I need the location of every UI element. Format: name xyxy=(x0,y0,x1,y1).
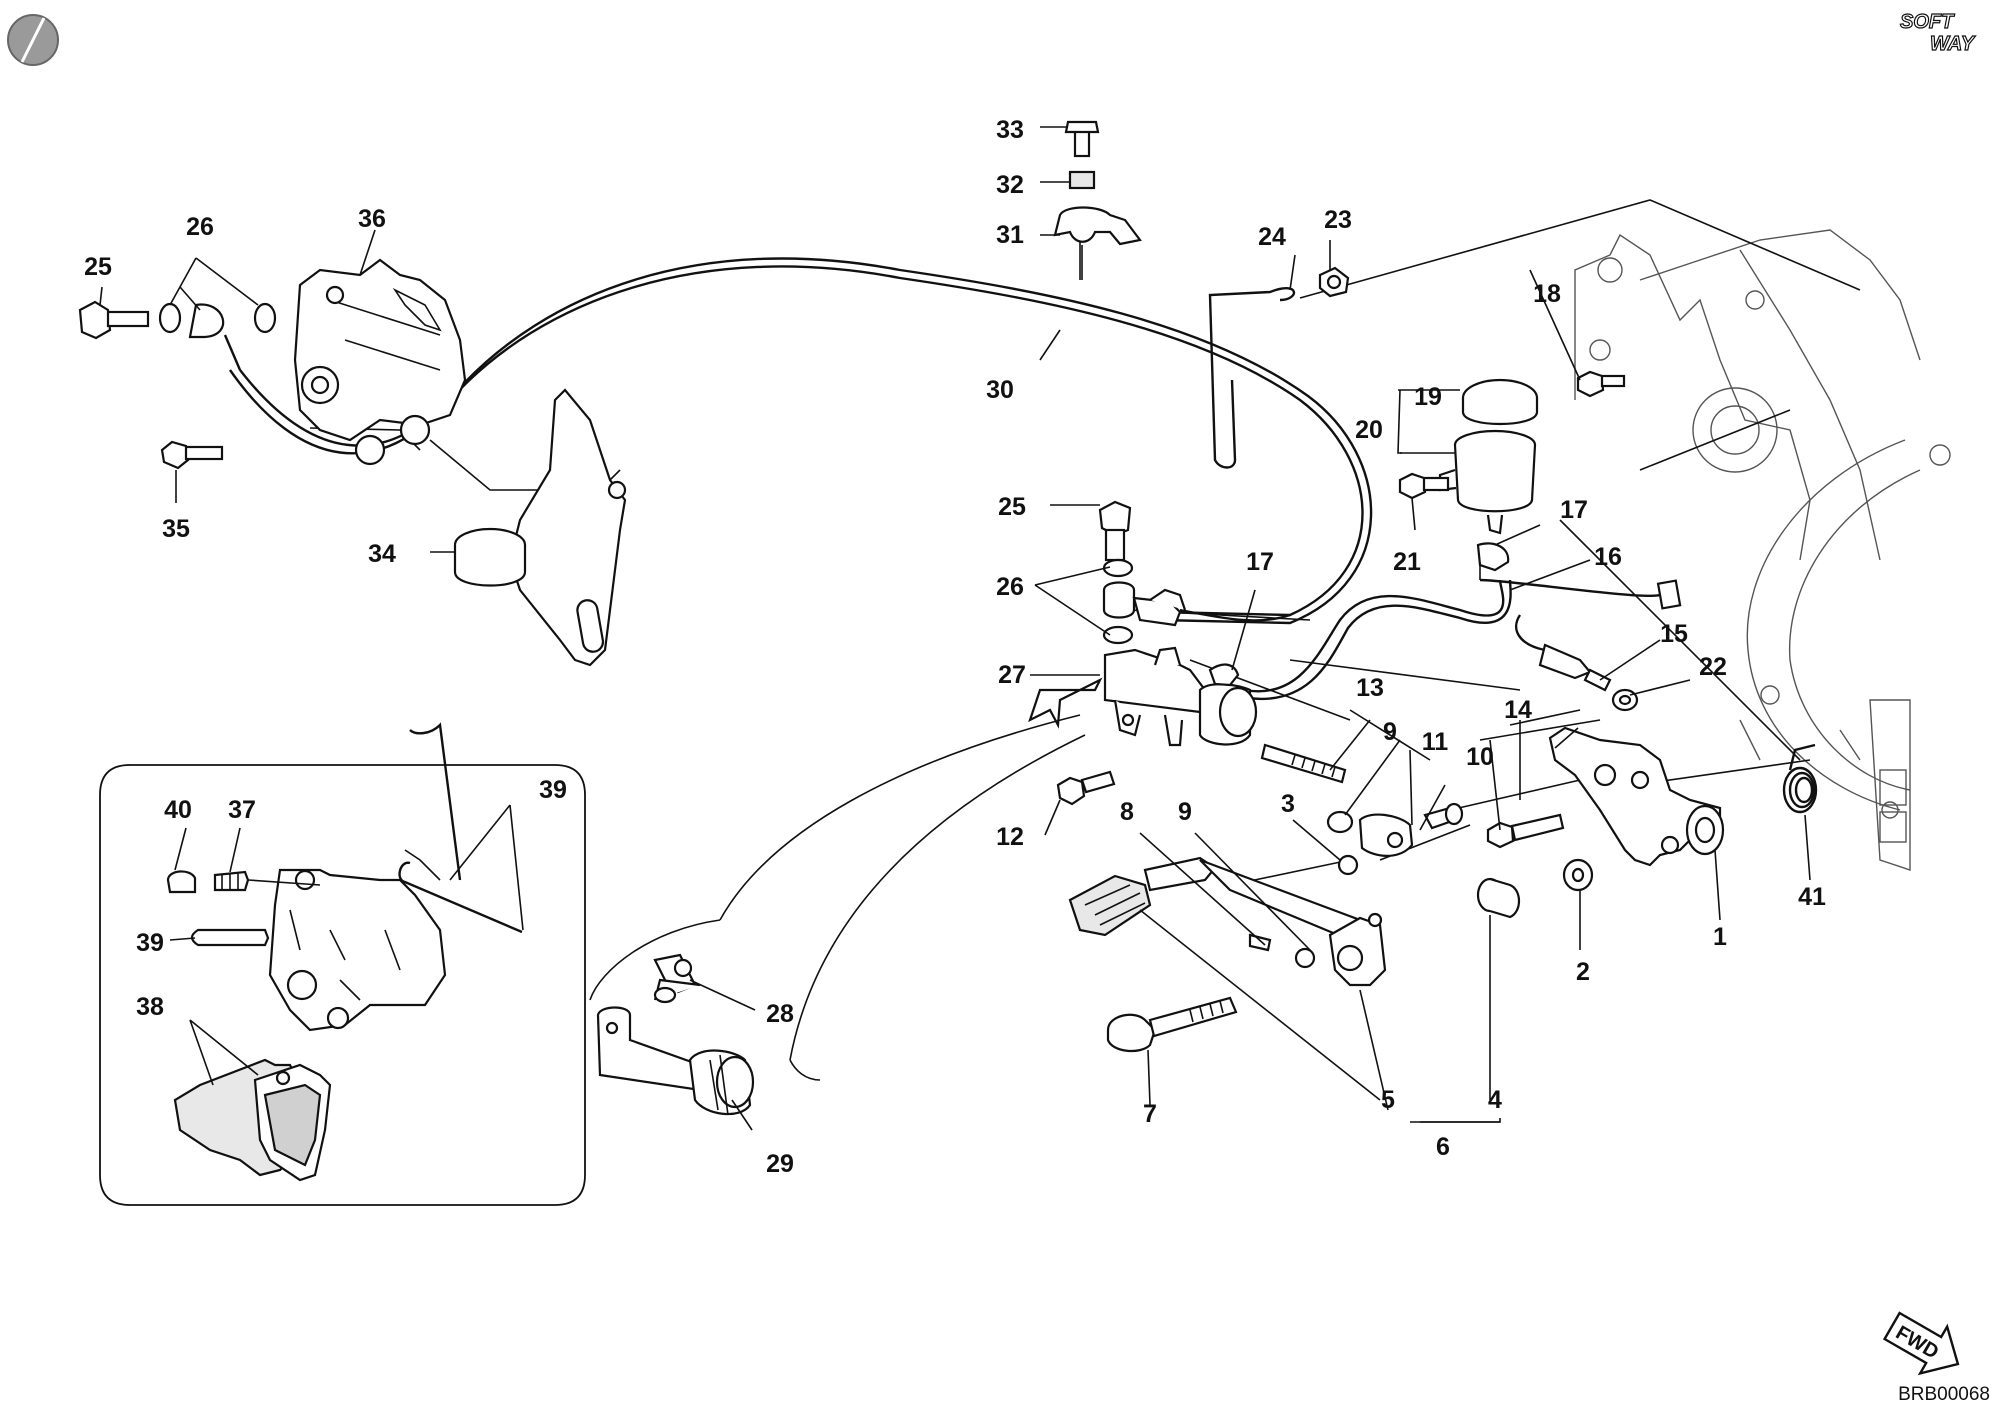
callout-28: 28 xyxy=(766,1000,794,1028)
brake-pad-inset xyxy=(99,722,586,1206)
callout-11: 11 xyxy=(1422,728,1449,756)
pedal-pivot-pin xyxy=(1106,996,1238,1053)
callout-27: 27 xyxy=(998,661,1026,689)
caliper-banjo-fitting xyxy=(78,300,277,371)
callout-6: 6 xyxy=(1436,1133,1450,1161)
callout-41: 41 xyxy=(1798,883,1826,911)
callout-7: 7 xyxy=(1143,1100,1157,1128)
callout-23: 23 xyxy=(1324,206,1352,234)
logo-text-bottom: WAY xyxy=(1930,33,1976,55)
logo-text-top: SOFT xyxy=(1900,11,1955,33)
callout-29: 29 xyxy=(766,1150,794,1178)
callout-40: 40 xyxy=(164,796,192,824)
callout-13: 13 xyxy=(1356,674,1384,702)
callout-38: 38 xyxy=(136,993,164,1021)
callout-17-upper: 17 xyxy=(1560,496,1588,524)
bolt xyxy=(160,440,224,470)
callout-20: 20 xyxy=(1355,416,1383,444)
brake-pedal xyxy=(1068,856,1387,987)
callout-33: 33 xyxy=(996,116,1024,144)
footrest-bracket xyxy=(1548,726,1725,867)
callout-39-upper: 39 xyxy=(539,776,567,804)
reservoir-bolt xyxy=(1576,370,1626,398)
brake-caliper xyxy=(293,258,467,466)
callout-31: 31 xyxy=(996,221,1024,249)
callout-21: 21 xyxy=(1393,548,1421,576)
clevis-assembly xyxy=(1326,802,1464,876)
callout-15: 15 xyxy=(1660,620,1688,648)
callout-16: 16 xyxy=(1594,543,1622,571)
callout-14: 14 xyxy=(1504,696,1532,724)
caliper-mount-bracket xyxy=(453,388,627,667)
callout-19: 19 xyxy=(1414,383,1442,411)
callout-leaders xyxy=(99,126,1811,1131)
callout-25-left: 25 xyxy=(84,253,112,281)
callout-9-upper: 9 xyxy=(1383,718,1397,746)
callout-1: 1 xyxy=(1713,923,1727,951)
callout-26-center: 26 xyxy=(996,573,1024,601)
callout-22: 22 xyxy=(1699,653,1727,681)
callout-2: 2 xyxy=(1576,958,1590,986)
reservoir-hose xyxy=(1244,579,1512,701)
callout-5: 5 xyxy=(1381,1086,1395,1114)
hose-bracket-assembly xyxy=(1053,120,1142,246)
mounting-bolt xyxy=(1056,770,1116,806)
callout-8: 8 xyxy=(1120,798,1134,826)
brake-fluid-reservoir xyxy=(1398,378,1539,535)
engine-outline xyxy=(1574,229,1951,871)
nut xyxy=(1318,266,1350,298)
callout-10: 10 xyxy=(1466,743,1494,771)
hose-clip-small xyxy=(1208,542,1510,687)
callout-9-lower: 9 xyxy=(1178,798,1192,826)
callout-12: 12 xyxy=(996,823,1024,851)
callout-37: 37 xyxy=(228,796,256,824)
return-spring xyxy=(1782,743,1818,814)
callout-18: 18 xyxy=(1533,280,1561,308)
callout-39-lower: 39 xyxy=(136,929,164,957)
callout-34: 34 xyxy=(368,540,396,568)
bushing xyxy=(1476,877,1521,919)
callout-24: 24 xyxy=(1258,223,1286,251)
callout-4: 4 xyxy=(1488,1086,1502,1114)
fwd-arrow-icon: FWD xyxy=(1882,1311,1960,1376)
callout-17-lower: 17 xyxy=(1246,548,1274,576)
master-cylinder-detail xyxy=(596,953,755,1116)
washer xyxy=(1562,858,1594,892)
detail-arrow xyxy=(589,677,1103,1081)
callout-25-center: 25 xyxy=(998,493,1026,521)
callout-30: 30 xyxy=(986,376,1014,404)
callout-36: 36 xyxy=(358,205,386,233)
callout-26-left: 26 xyxy=(186,213,214,241)
callout-32: 32 xyxy=(996,171,1024,199)
master-cylinder xyxy=(1098,500,1291,747)
push-rod xyxy=(1260,743,1347,784)
callout-3: 3 xyxy=(1281,790,1295,818)
corner-disc-icon xyxy=(7,14,59,66)
callout-35: 35 xyxy=(162,515,190,543)
drawing-code: BRB00068 xyxy=(1898,1384,1990,1405)
hose-clip xyxy=(1208,286,1296,469)
softway-logo: SOFT WAY xyxy=(1899,10,1976,55)
